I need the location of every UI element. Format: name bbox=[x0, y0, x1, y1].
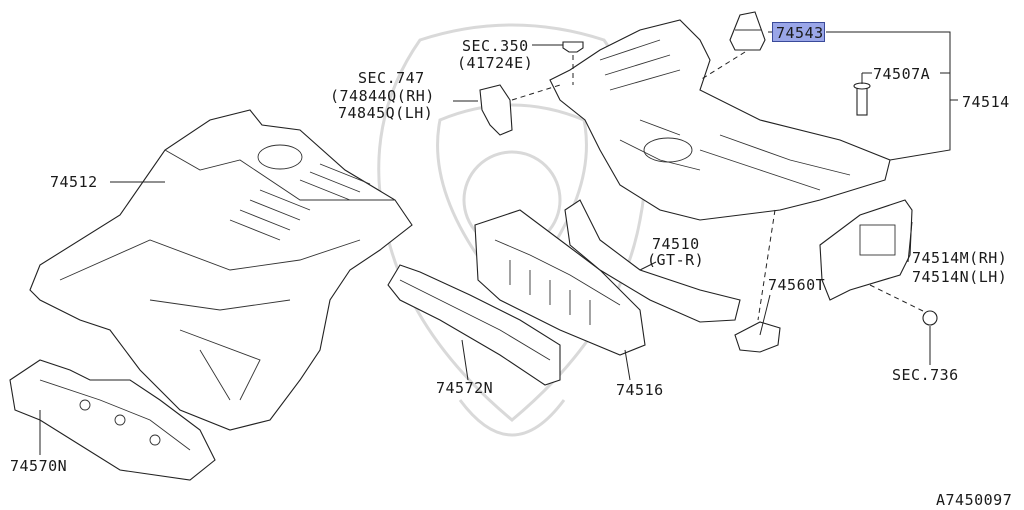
label-74572N[interactable]: 74572N bbox=[436, 379, 494, 397]
label-74543[interactable]: 74543 bbox=[776, 24, 824, 42]
label-74514N[interactable]: 74514N(LH) bbox=[912, 268, 1008, 286]
part-74510 bbox=[564, 199, 741, 323]
label-74510-sub: (GT-R) bbox=[647, 251, 705, 269]
part-74570N bbox=[9, 359, 216, 481]
label-74512[interactable]: 74512 bbox=[50, 173, 98, 191]
label-sec736[interactable]: SEC.736 bbox=[892, 366, 959, 384]
label-74514[interactable]: 74514 bbox=[962, 93, 1010, 111]
label-sec350[interactable]: SEC.350 bbox=[462, 37, 529, 55]
highlighted-part-number-box bbox=[772, 22, 825, 42]
part-74507A-bolt bbox=[853, 82, 871, 116]
label-sec350-sub: (41724E) bbox=[457, 54, 534, 72]
leader-lines bbox=[39, 31, 958, 455]
label-sec747[interactable]: SEC.747 bbox=[358, 69, 425, 87]
label-74516[interactable]: 74516 bbox=[616, 381, 664, 399]
part-sec747-bracket bbox=[479, 84, 513, 136]
part-74543-bracket bbox=[729, 11, 766, 51]
part-74516 bbox=[474, 209, 646, 356]
label-74510[interactable]: 74510 bbox=[652, 235, 700, 253]
diagram-id: A7450097 bbox=[936, 491, 1013, 509]
label-sec747-lh[interactable]: 74845Q(LH) bbox=[338, 104, 434, 122]
part-74572N bbox=[387, 264, 561, 386]
part-sec350-grommet bbox=[562, 41, 584, 53]
label-74570N[interactable]: 74570N bbox=[10, 457, 68, 475]
label-sec747-rh[interactable]: (74844Q(RH) bbox=[330, 87, 435, 105]
assembly-dashed-lines bbox=[511, 51, 926, 321]
part-74560T-bracket bbox=[734, 321, 781, 353]
label-74507A[interactable]: 74507A bbox=[873, 65, 931, 83]
part-sec736-clip bbox=[922, 310, 938, 326]
part-74514M-side-panel bbox=[819, 199, 913, 301]
part-74514-rear-floor bbox=[549, 19, 891, 221]
label-74514M[interactable]: 74514M(RH) bbox=[912, 249, 1008, 267]
part-74512-rear-floor bbox=[29, 109, 413, 431]
label-74560T[interactable]: 74560T bbox=[768, 276, 826, 294]
